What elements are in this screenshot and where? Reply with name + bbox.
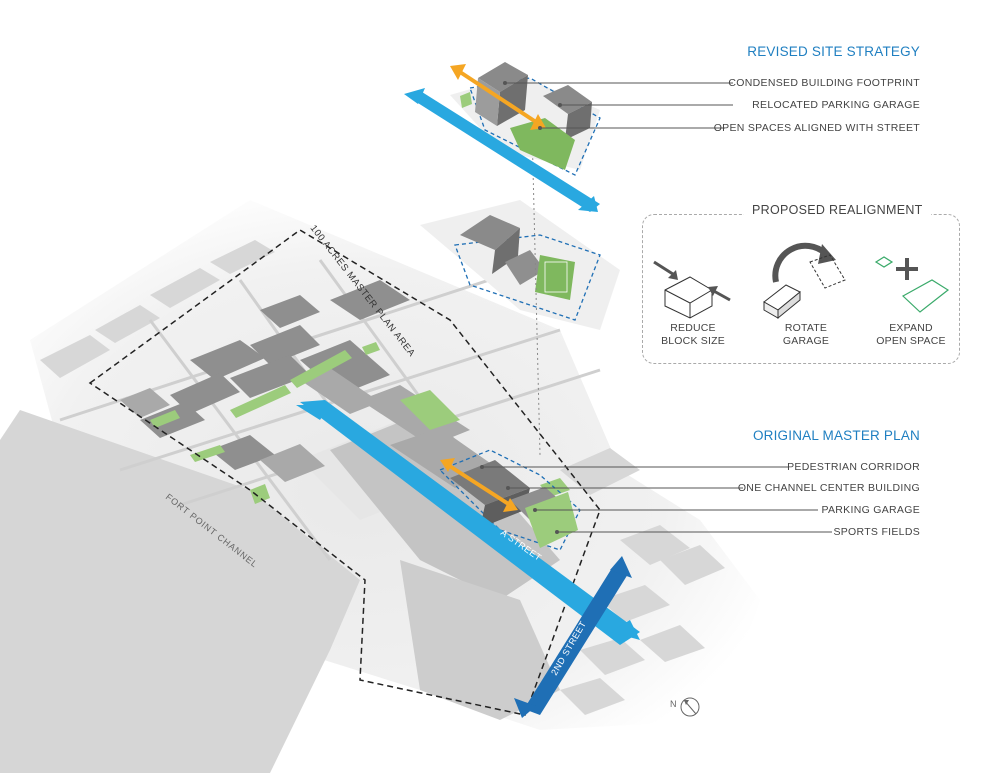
reduce-block-icon [653, 260, 731, 319]
step-expand-line1: EXPAND [889, 322, 933, 334]
callout-pedestrian-corridor: PEDESTRIAN CORRIDOR [787, 461, 920, 473]
pedestrian-corridor-original [440, 458, 518, 512]
channel-water [0, 410, 360, 773]
callout-parking-garage: PARKING GARAGE [821, 504, 920, 516]
expand-open-space-icon [874, 256, 950, 313]
step-reduce-block: REDUCE BLOCK SIZE [638, 322, 748, 348]
realignment-title: PROPOSED REALIGNMENT [744, 203, 931, 217]
rotate-garage-icon [763, 242, 846, 320]
step-expand-line2: OPEN SPACE [876, 335, 946, 347]
north-arrow-icon: N [670, 697, 700, 717]
middle-inset [420, 127, 620, 456]
callout-open-spaces: OPEN SPACES ALIGNED WITH STREET [713, 122, 920, 134]
original-leaders [482, 466, 832, 533]
callout-condensed-footprint: CONDENSED BUILDING FOOTPRINT [728, 77, 920, 89]
step-expand-open-space: EXPAND OPEN SPACE [856, 322, 966, 348]
step-rotate-line2: GARAGE [782, 335, 830, 347]
callout-relocated-garage: RELOCATED PARKING GARAGE [752, 99, 920, 111]
step-reduce-line1: REDUCE [670, 322, 716, 334]
revised-strategy-title: REVISED SITE STRATEGY [747, 44, 920, 59]
north-label: N [670, 699, 677, 709]
callout-one-channel-center: ONE CHANNEL CENTER BUILDING [737, 482, 920, 494]
step-rotate-line1: ROTATE [784, 322, 828, 334]
step-reduce-line2: BLOCK SIZE [661, 335, 725, 347]
revised-inset: A STREET [404, 62, 601, 212]
revised-leaders [505, 82, 733, 129]
original-plan-title: ORIGINAL MASTER PLAN [752, 428, 920, 443]
step-rotate-garage: ROTATE GARAGE [751, 322, 861, 348]
callout-sports-fields: SPORTS FIELDS [833, 526, 920, 538]
